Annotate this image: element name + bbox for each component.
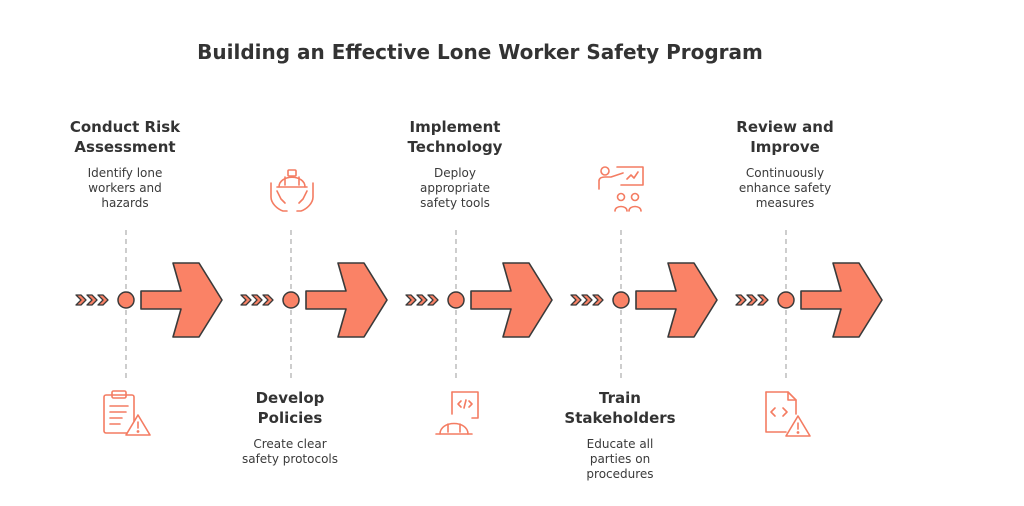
step-3-node [447, 291, 465, 309]
step-5-arrow [800, 262, 883, 338]
step-5-chevron [746, 294, 758, 306]
step-4-chevron [570, 294, 582, 306]
step-5-node [777, 291, 795, 309]
code-document-helmet-icon [435, 391, 479, 435]
step-2-arrow [305, 262, 388, 338]
step-5-chevron [757, 294, 769, 306]
training-presentation-icon [598, 166, 644, 212]
page-title: Building an Effective Lone Worker Safety… [197, 40, 763, 64]
step-1-chevron [75, 294, 87, 306]
step-2-chevron [262, 294, 274, 306]
step-1-node [117, 291, 135, 309]
step-1-arrow [140, 262, 223, 338]
code-file-warning-icon [765, 391, 811, 437]
step-3-chevron [427, 294, 439, 306]
step-3-chevron [416, 294, 428, 306]
step-2-chevron [251, 294, 263, 306]
step-4-chevron [592, 294, 604, 306]
step-4-chevron [581, 294, 593, 306]
step-2-chevron [240, 294, 252, 306]
step-1-chevron [97, 294, 109, 306]
hard-hat-hands-icon [270, 169, 314, 212]
clipboard-warning-icon [103, 390, 151, 436]
step-4-node [612, 291, 630, 309]
step-1-chevron [86, 294, 98, 306]
step-2-node [282, 291, 300, 309]
step-5-chevron [735, 294, 747, 306]
step-4-arrow [635, 262, 718, 338]
step-3-chevron [405, 294, 417, 306]
step-3-arrow [470, 262, 553, 338]
